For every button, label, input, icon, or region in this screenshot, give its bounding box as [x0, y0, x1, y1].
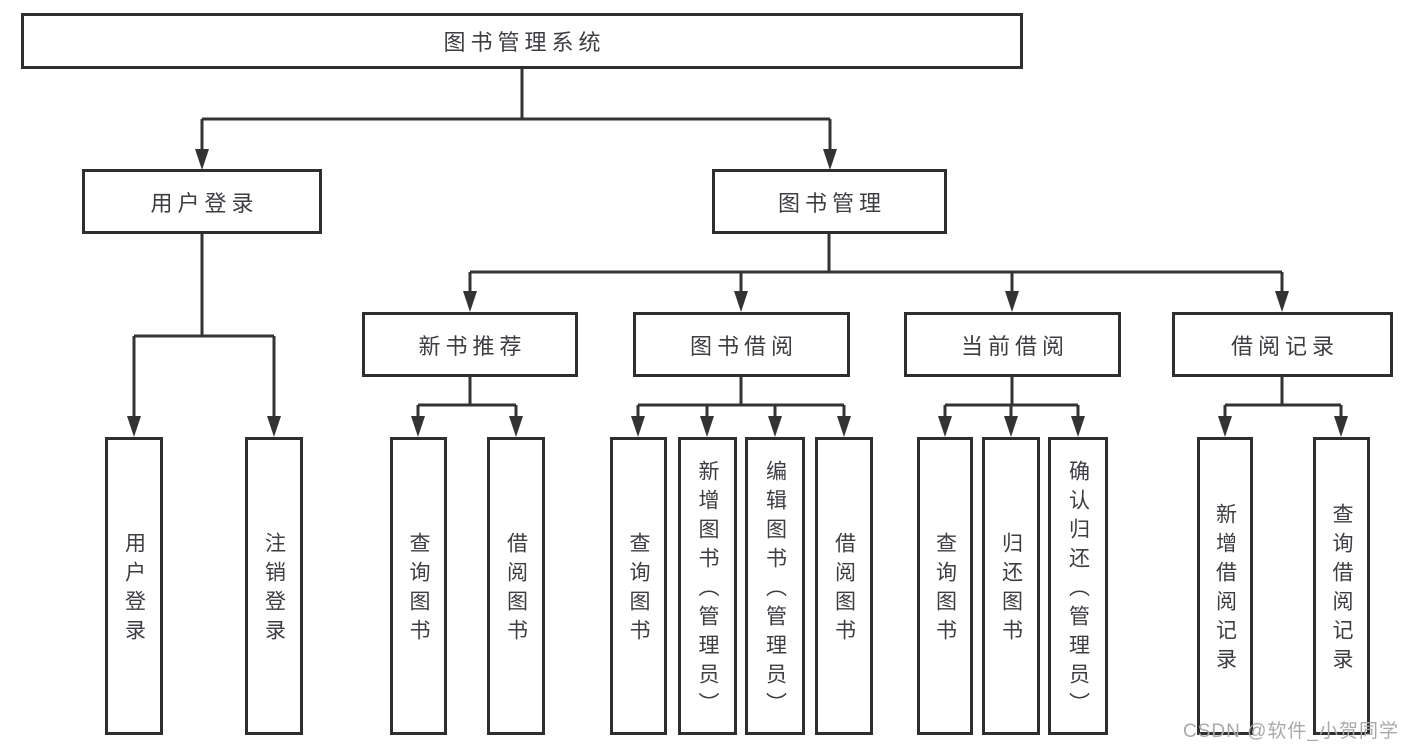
leaf-query-book-3: 查询图书: [917, 437, 973, 735]
leaf-query-book-2-label: 查询图书: [627, 532, 650, 648]
leaf-add-book-admin-label: 新增图书（管理员）: [696, 459, 719, 721]
edge-book-mgmt-level3: [468, 233, 1284, 294]
node-book-management: 图书管理: [712, 169, 947, 234]
leaf-user-login-label: 用户登录: [122, 532, 146, 648]
leaf-confirm-return-admin-label: 确认归还（管理员）: [1066, 459, 1090, 721]
edge-user-login-leaves: [132, 234, 276, 419]
leaf-return-book: 归还图书: [982, 437, 1040, 735]
leaf-borrow-book-2: 借阅图书: [815, 437, 873, 735]
leaf-query-book-1-label: 查询图书: [407, 532, 430, 648]
node-new-book-recommend: 新书推荐: [362, 312, 578, 377]
leaf-user-login: 用户登录: [105, 437, 163, 735]
leaf-query-borrow-record: 查询借阅记录: [1313, 437, 1370, 735]
leaf-borrow-book-1: 借阅图书: [487, 437, 545, 735]
leaf-logout-label: 注销登录: [262, 532, 286, 648]
node-library-system: 图书管理系统: [21, 13, 1023, 69]
edge-book-borrow-leaves: [636, 377, 846, 419]
leaf-return-book-label: 归还图书: [999, 532, 1023, 648]
edge-root-to-level2: [200, 69, 832, 152]
node-borrow-records: 借阅记录: [1172, 312, 1393, 377]
leaf-confirm-return-admin: 确认归还（管理员）: [1048, 437, 1108, 735]
edge-borrow-records-leaves: [1223, 377, 1343, 419]
leaf-logout: 注销登录: [245, 437, 303, 735]
node-current-borrow: 当前借阅: [904, 312, 1121, 377]
leaf-add-book-admin: 新增图书（管理员）: [678, 437, 737, 735]
edge-current-borrow-leaves: [943, 377, 1080, 419]
csdn-watermark: CSDN @软件_小贺同学: [1183, 721, 1399, 742]
leaf-edit-book-admin: 编辑图书（管理员）: [745, 437, 805, 735]
leaf-query-book-3-label: 查询图书: [933, 532, 957, 648]
leaf-borrow-book-1-label: 借阅图书: [504, 532, 528, 648]
leaf-query-book-1: 查询图书: [390, 437, 447, 735]
leaf-add-borrow-record-label: 新增借阅记录: [1213, 503, 1237, 677]
node-book-borrow: 图书借阅: [633, 312, 850, 377]
leaf-query-book-2: 查询图书: [610, 437, 667, 735]
leaf-query-borrow-record-label: 查询借阅记录: [1330, 503, 1353, 677]
node-user-login: 用户登录: [82, 169, 322, 234]
leaf-borrow-book-2-label: 借阅图书: [832, 532, 856, 648]
edge-new-book-leaves: [416, 377, 518, 419]
leaf-add-borrow-record: 新增借阅记录: [1197, 437, 1253, 735]
leaf-edit-book-admin-label: 编辑图书（管理员）: [763, 459, 787, 721]
